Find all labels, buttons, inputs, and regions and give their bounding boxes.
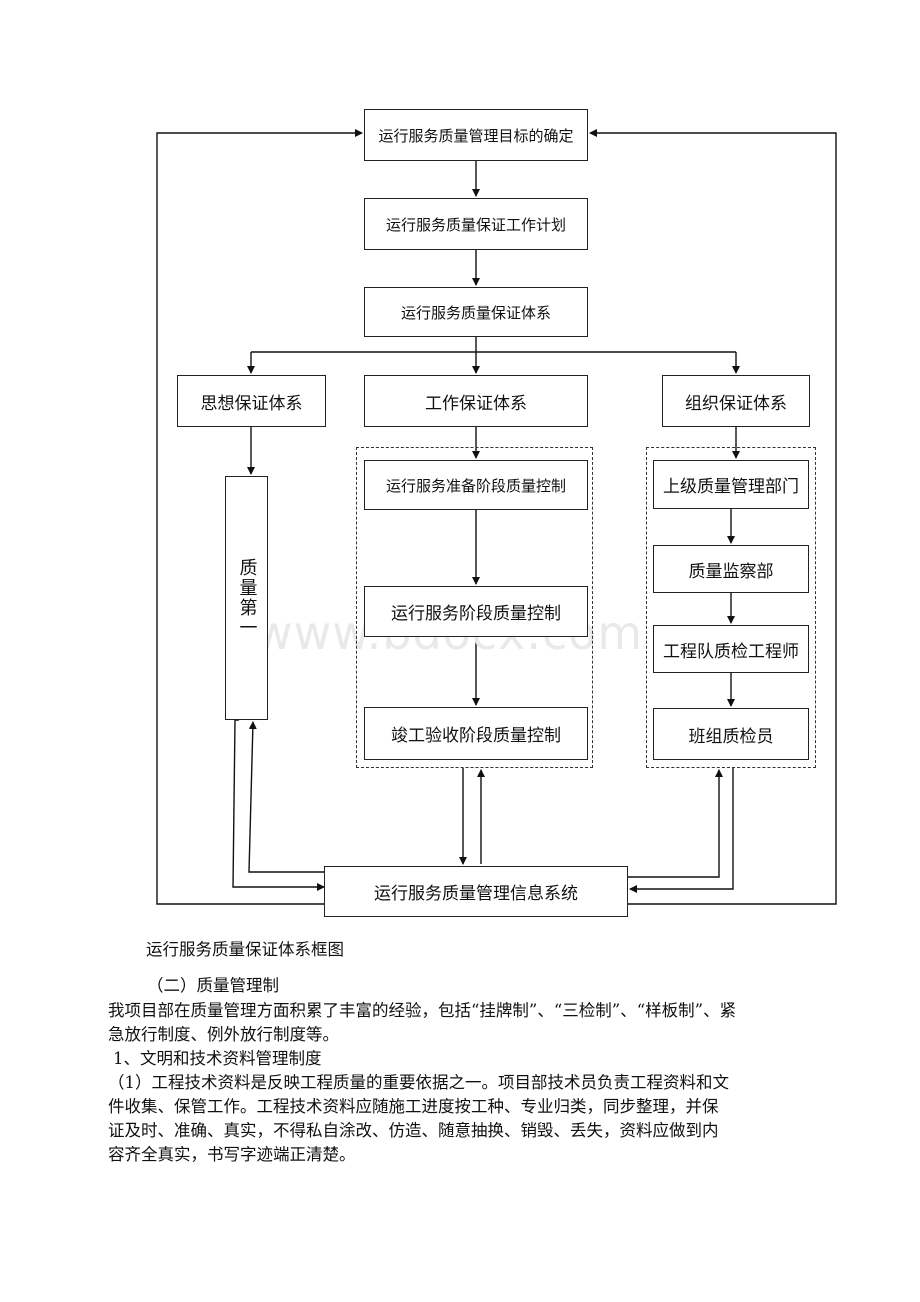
accept-control-box: 竣工验收阶段质量控制	[364, 707, 588, 760]
arrow-quality-to-info	[232, 719, 325, 891]
plan-box: 运行服务质量保证工作计划	[364, 198, 588, 250]
thought-box: 思想保证体系	[177, 375, 326, 427]
item-heading: 1、文明和技术资料管理制度	[113, 1049, 322, 1068]
work-box: 工作保证体系	[364, 375, 588, 427]
paragraph-1-line-1: 我项目部在质量管理方面积累了丰富的经验，包括“挂牌制”、“三检制”、“样板制”、…	[108, 1001, 737, 1020]
org-group-container	[646, 447, 816, 768]
group-inspector-box: 班组质检员	[653, 708, 809, 760]
inspect-dept-box: 质量监察部	[653, 545, 809, 593]
prep-control-box: 运行服务准备阶段质量控制	[364, 460, 588, 510]
loop-left	[156, 129, 363, 905]
system-box: 运行服务质量保证体系	[364, 287, 588, 337]
info-system-box: 运行服务质量管理信息系统	[324, 866, 628, 917]
arrow-info-to-quality	[248, 721, 324, 873]
section-heading: （二）质量管理制	[147, 976, 279, 995]
paragraph-1-line-2: 急放行制度、例外放行制度等。	[108, 1025, 339, 1044]
work-group-container	[356, 447, 593, 768]
paragraph-2-line-4: 容齐全真实，书写字迹端正清楚。	[108, 1145, 356, 1164]
loop-right	[589, 129, 837, 905]
paragraph-2-line-2: 件收集、保管工作。工程技术资料应随施工进度按工种、专业归类，同步整理，并保	[108, 1097, 719, 1116]
arrow-org-to-info	[629, 768, 734, 893]
paragraph-2-line-1: （1）工程技术资料是反映工程质量的重要依据之一。项目部技术员负责工程资料和文	[108, 1073, 729, 1092]
org-box: 组织保证体系	[662, 375, 810, 427]
upper-dept-box: 上级质量管理部门	[653, 460, 809, 509]
diagram-caption: 运行服务质量保证体系框图	[146, 940, 344, 959]
arrow-info-to-org	[628, 769, 723, 878]
paragraph-2-line-3: 证及时、准确、真实，不得私自涂改、仿造、随意抽换、销毁、丢失，资料应做到内	[108, 1121, 719, 1140]
quality-first-box: 质量第一	[225, 476, 268, 720]
run-control-box: 运行服务阶段质量控制	[364, 586, 588, 637]
team-engineer-box: 工程队质检工程师	[653, 625, 809, 673]
goal-box: 运行服务质量管理目标的确定	[364, 109, 588, 161]
